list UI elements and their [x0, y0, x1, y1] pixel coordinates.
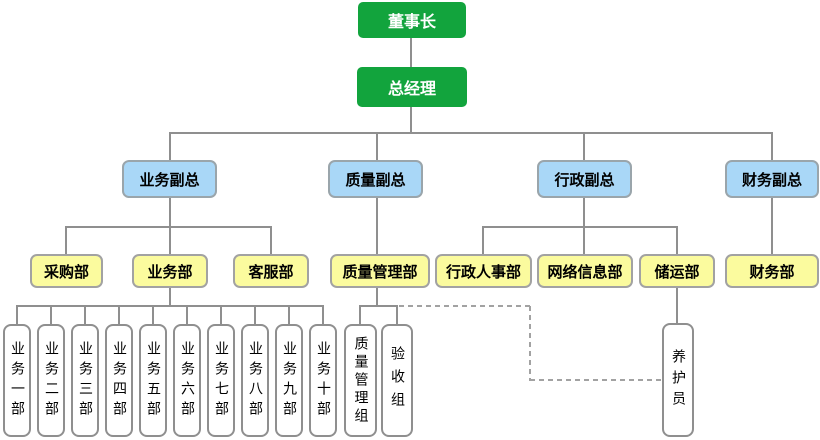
biz-unit-7-label: 业务七部 [213, 340, 229, 421]
org-node-maintenance-staff: 养护员 [662, 323, 694, 437]
org-node-biz-unit-10: 业务十部 [309, 324, 337, 437]
quality-mgmt-group-label: 质量管理组 [352, 335, 369, 426]
org-node-biz-unit-9: 业务九部 [275, 324, 303, 437]
org-node-chairman: 董事长 [358, 2, 466, 38]
org-node-acceptance-group: 验收组 [381, 324, 413, 437]
biz-unit-10-label: 业务十部 [315, 340, 331, 421]
org-node-finance-dept: 财务部 [725, 254, 819, 288]
org-node-biz-unit-1: 业务一部 [3, 324, 31, 437]
org-node-quality-mgmt-group: 质量管理组 [344, 324, 377, 437]
org-node-general-manager: 总经理 [357, 67, 467, 107]
biz-unit-1-label: 业务一部 [9, 340, 25, 421]
org-node-vp-business: 业务副总 [122, 160, 217, 198]
org-node-customer-service-dept: 客服部 [233, 254, 309, 288]
org-node-quality-mgmt-dept: 质量管理部 [330, 254, 430, 288]
org-node-vp-quality: 质量副总 [328, 160, 423, 198]
org-node-vp-admin: 行政副总 [537, 160, 632, 198]
biz-unit-3-label: 业务三部 [77, 340, 93, 421]
biz-unit-4-label: 业务四部 [111, 340, 127, 421]
org-node-biz-unit-2: 业务二部 [37, 324, 65, 437]
maintenance-staff-label: 养护员 [670, 348, 686, 412]
org-node-biz-unit-3: 业务三部 [71, 324, 99, 437]
acceptance-group-label: 验收组 [389, 346, 405, 415]
biz-unit-2-label: 业务二部 [43, 340, 59, 421]
org-node-business-dept: 业务部 [132, 254, 208, 288]
org-node-biz-unit-6: 业务六部 [173, 324, 201, 437]
org-node-biz-unit-8: 业务八部 [241, 324, 269, 437]
org-node-biz-unit-5: 业务五部 [139, 324, 167, 437]
biz-unit-8-label: 业务八部 [247, 340, 263, 421]
biz-unit-6-label: 业务六部 [179, 340, 195, 421]
org-node-biz-unit-7: 业务七部 [207, 324, 235, 437]
org-node-admin-hr-dept: 行政人事部 [435, 254, 532, 288]
biz-unit-9-label: 业务九部 [281, 340, 297, 421]
org-node-vp-finance: 财务副总 [725, 160, 819, 198]
org-node-network-info-dept: 网络信息部 [537, 254, 633, 288]
org-node-purchasing-dept: 采购部 [30, 254, 103, 288]
org-node-biz-unit-4: 业务四部 [105, 324, 133, 437]
biz-unit-5-label: 业务五部 [145, 340, 161, 421]
org-node-storage-transport-dept: 储运部 [639, 254, 715, 288]
